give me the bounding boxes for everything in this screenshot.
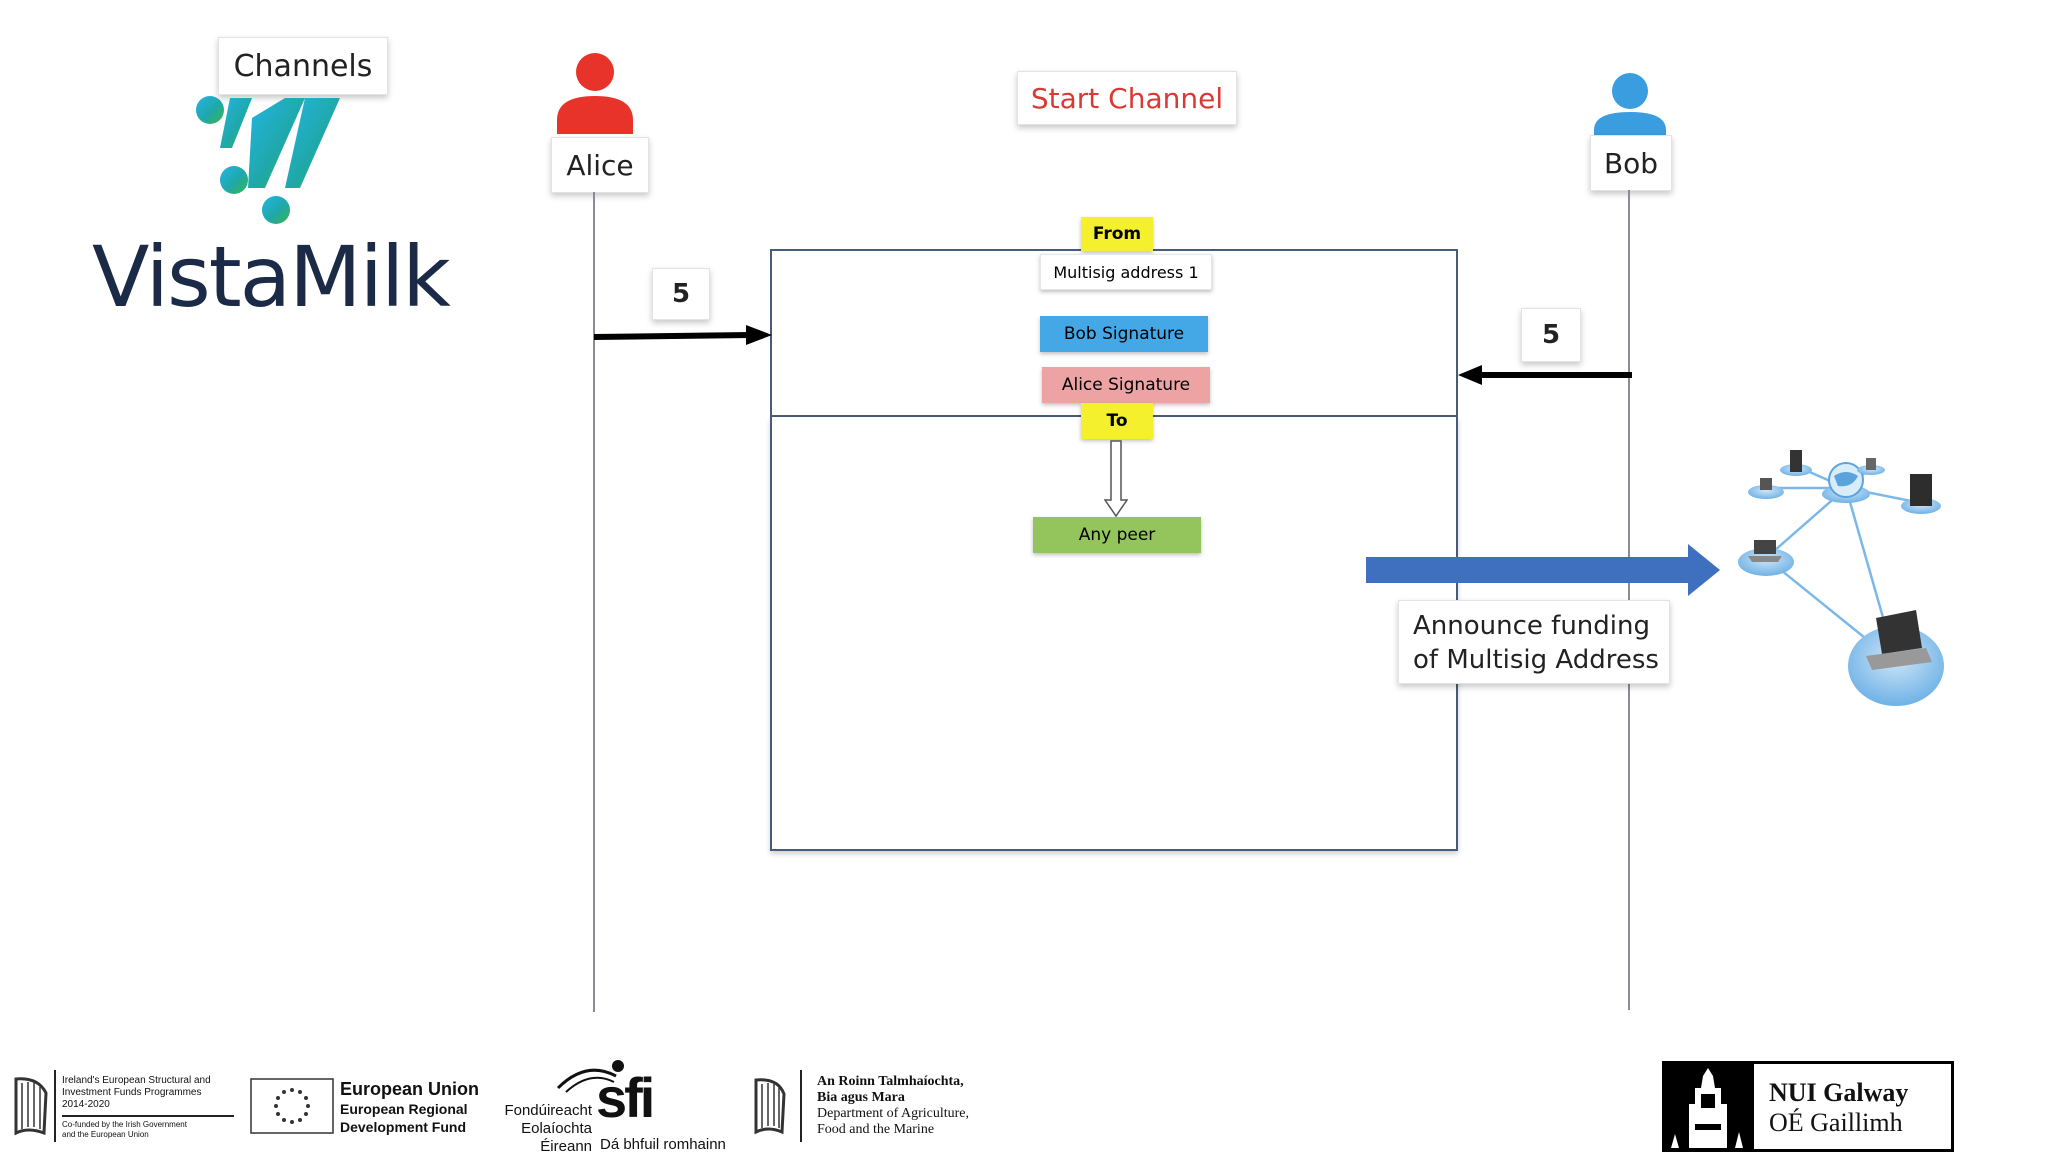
dafm-divider <box>800 1070 802 1142</box>
multisig-address-text: Multisig address 1 <box>1053 262 1199 282</box>
bob-signature: Bob Signature <box>1040 316 1208 352</box>
from-tag: From <box>1081 217 1153 251</box>
sfi-mark: sfi <box>596 1066 655 1129</box>
esif-divider <box>54 1070 56 1142</box>
eu-line-2: European Regional <box>340 1101 468 1117</box>
alice-signature-text: Alice Signature <box>1061 375 1191 395</box>
from-tag-text: From <box>1092 224 1142 244</box>
esif-line-3: 2014-2020 <box>62 1099 110 1110</box>
harp-icon <box>14 1077 48 1136</box>
sfi-line-3: Éireann <box>540 1138 592 1155</box>
multisig-address: Multisig address 1 <box>1040 254 1212 290</box>
esif-block: Ireland's European Structural and Invest… <box>62 1075 234 1140</box>
esif-rule <box>62 1115 234 1117</box>
announce-arrow <box>1366 544 1720 596</box>
nui-tower-icon <box>1665 1064 1751 1150</box>
alice-person-icon <box>557 53 633 134</box>
to-tag-text: To <box>1106 411 1128 431</box>
nui-divider <box>1751 1064 1754 1149</box>
diagram-heading: Start Channel <box>1017 71 1237 125</box>
announce-line-1: Announce funding <box>1413 611 1650 641</box>
alice-name: Alice <box>566 148 634 182</box>
bob-to-channel-arrow <box>1458 365 1632 385</box>
slide-title: Channels <box>218 37 388 95</box>
eu-line-1: European Union <box>340 1079 479 1099</box>
esif-line-4: Co-funded by the Irish Government <box>62 1120 187 1129</box>
bob-label: Bob <box>1590 135 1672 191</box>
dafm-block: An Roinn Talmhaíochta, Bia agus Mara Dep… <box>817 1074 969 1138</box>
bob-name: Bob <box>1603 146 1659 180</box>
sfi-line-2: Eolaíochta <box>521 1120 592 1137</box>
network-icon <box>1738 450 1944 706</box>
dafm-line-1: An Roinn Talmhaíochta, <box>817 1074 964 1089</box>
bob-amount-text: 5 <box>1541 320 1561 350</box>
down-arrow-icon <box>1104 440 1128 518</box>
slide-title-text: Channels <box>233 48 373 84</box>
eu-block: European Union European Regional Develop… <box>340 1078 479 1136</box>
nui-galway-logo: NUI Galway OÉ Gaillimh <box>1662 1061 1954 1152</box>
dafm-harp-icon <box>754 1078 786 1135</box>
sfi-irish-name: Fondúireacht Eolaíochta Éireann <box>500 1102 592 1156</box>
nui-line-2: OÉ Gaillimh <box>1769 1108 1903 1137</box>
alice-to-channel-arrow <box>594 325 772 345</box>
announce-line-2: of Multisig Address <box>1413 645 1659 675</box>
bob-signature-text: Bob Signature <box>1063 324 1185 344</box>
alice-lifeline <box>593 192 595 1012</box>
alice-label: Alice <box>551 137 649 193</box>
alice-amount-text: 5 <box>671 279 691 309</box>
sfi-swirl-icon <box>556 1060 624 1093</box>
esif-line-2: Investment Funds Programmes <box>62 1087 202 1098</box>
brand-name: VistaMilk <box>92 228 451 326</box>
eu-line-3: Development Fund <box>340 1119 467 1135</box>
esif-line-1: Ireland's European Structural and <box>62 1075 211 1086</box>
dafm-line-4: Food and the Marine <box>817 1122 935 1137</box>
any-peer: Any peer <box>1033 517 1201 553</box>
to-tag: To <box>1081 403 1153 439</box>
esif-line-5: and the European Union <box>62 1130 149 1139</box>
sfi-line-1: Fondúireacht <box>504 1102 592 1119</box>
diagram-heading-text: Start Channel <box>1030 81 1224 115</box>
dafm-line-3: Department of Agriculture, <box>817 1106 970 1121</box>
vistamilk-logo-icon <box>196 96 340 224</box>
any-peer-text: Any peer <box>1078 525 1156 545</box>
alice-amount-badge: 5 <box>652 268 710 320</box>
alice-signature: Alice Signature <box>1042 367 1210 403</box>
dafm-line-2: Bia agus Mara <box>817 1090 905 1105</box>
bob-amount-badge: 5 <box>1521 308 1581 362</box>
sfi-tagline: Dá bhfuil romhainn <box>600 1136 726 1153</box>
eu-flag-icon <box>250 1078 334 1134</box>
nui-line-1: NUI Galway <box>1769 1078 1909 1107</box>
bob-person-icon <box>1594 73 1666 140</box>
announce-label: Announce funding of Multisig Address <box>1398 600 1670 684</box>
